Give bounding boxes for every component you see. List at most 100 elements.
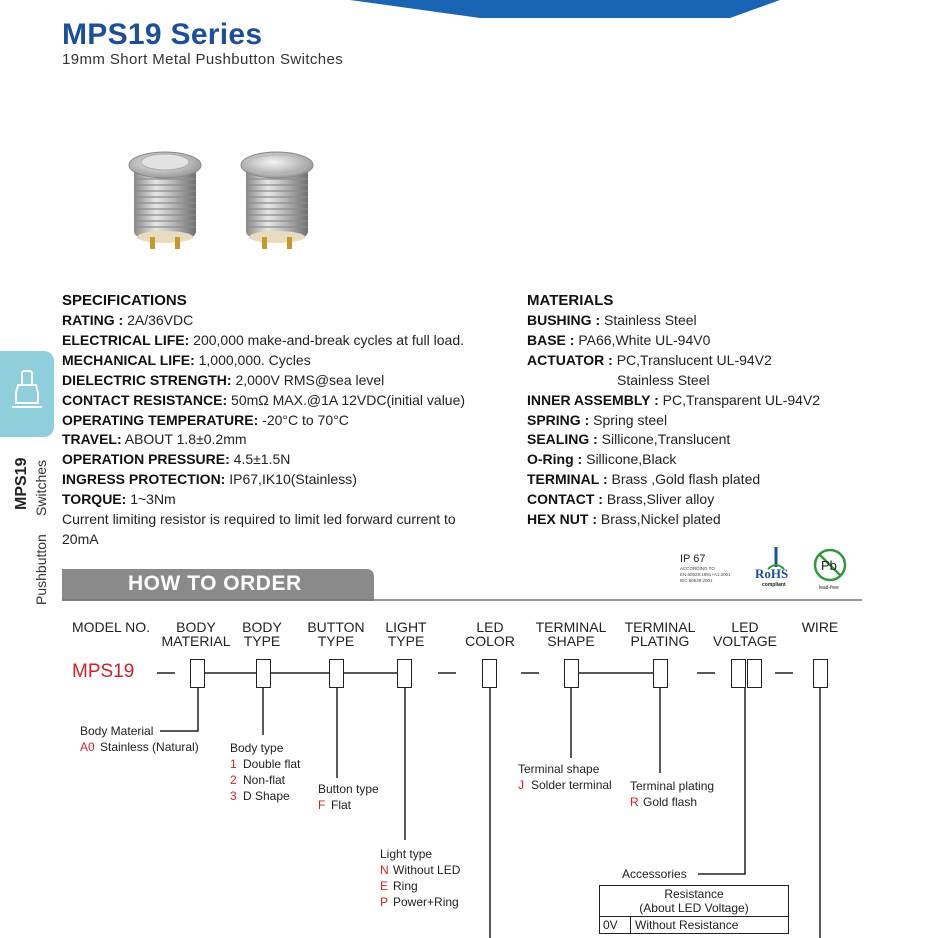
how-to-order-heading: HOW TO ORDER bbox=[128, 572, 302, 595]
spec-row: INGRESS PROTECTION: IP67,IK10(Stainless) bbox=[62, 471, 357, 488]
side-brand-line2: Switches bbox=[33, 460, 49, 516]
svg-text:compliant: compliant bbox=[762, 582, 786, 588]
rohs-icon: RoHS compliant bbox=[755, 547, 788, 588]
col-wire: WIRE bbox=[801, 619, 839, 635]
light-type-title: Light type bbox=[380, 847, 433, 861]
slot-led-color bbox=[482, 659, 497, 688]
slot-body-material bbox=[190, 659, 205, 688]
slot-led-voltage-1 bbox=[731, 659, 746, 688]
accessories-table-header: Resistance (About LED Voltage) bbox=[599, 885, 789, 917]
button-type-title: Button type bbox=[318, 782, 379, 796]
material-row: INNER ASSEMBLY : PC,Transparent UL-94V2 bbox=[527, 391, 821, 408]
slot-terminal-shape bbox=[564, 659, 579, 688]
top-accent-bar bbox=[350, 0, 780, 18]
side-brand: MPS19 Pushbutton Switches bbox=[13, 457, 49, 605]
body-material-title: Body Material bbox=[80, 724, 154, 738]
accessory-code: 0V bbox=[599, 916, 631, 934]
material-row: HEX NUT : Brass,Nickel plated bbox=[527, 511, 721, 528]
spec-row: OPERATING TEMPERATURE: -20°C to 70°C bbox=[62, 411, 349, 428]
table-row: 0V Without Resistance bbox=[599, 916, 789, 934]
spec-row: RATING : 2A/36VDC bbox=[62, 312, 194, 328]
ip67-note: EN 60529:1991+A1:2001 bbox=[680, 572, 731, 577]
slot-terminal-plating bbox=[653, 659, 668, 688]
side-brand-model: MPS19 bbox=[13, 457, 30, 510]
spec-row: OPERATION PRESSURE: 4.5±1.5N bbox=[62, 451, 291, 468]
slot-led-voltage-2 bbox=[747, 659, 762, 688]
ip67-logo: IP 67 bbox=[680, 553, 706, 565]
spec-note: 20mA bbox=[62, 530, 99, 547]
accessory-text: Without Resistance bbox=[630, 916, 789, 934]
material-row: TERMINAL : Brass ,Gold flash plated bbox=[527, 471, 761, 488]
material-row: ACTUATOR : PC,Translucent UL-94V2 bbox=[527, 351, 772, 368]
product-photo bbox=[128, 151, 314, 249]
material-row: CONTACT : Brass,Sliver alloy bbox=[527, 491, 715, 508]
terminal-plating-title: Terminal plating bbox=[630, 779, 715, 793]
slot-wire bbox=[813, 659, 828, 688]
material-row: BASE : PA66,White UL-94V0 bbox=[527, 331, 711, 348]
spec-row: TORQUE: 1~3Nm bbox=[62, 491, 176, 508]
spec-row: MECHANICAL LIFE: 1,000,000. Cycles bbox=[62, 351, 311, 368]
certification-logos: IP 67 ACCORDING TO EN 60529:1991+A1:2001… bbox=[680, 547, 847, 591]
material-row: Stainless Steel bbox=[617, 371, 710, 388]
slot-light-type bbox=[397, 659, 412, 688]
how-to-order-band bbox=[62, 569, 862, 601]
material-row: SEALING : Sillicone,Translucent bbox=[527, 431, 731, 448]
material-row: SPRING : Spring steel bbox=[527, 411, 668, 428]
material-row: BUSHING : Stainless Steel bbox=[527, 312, 697, 328]
svg-text:lead-free: lead-free bbox=[819, 585, 839, 591]
specifications-heading: SPECIFICATIONS bbox=[62, 292, 187, 309]
slot-body-type bbox=[256, 659, 271, 688]
ip67-note: ACCORDING TO bbox=[680, 566, 715, 571]
svg-text:Pb: Pb bbox=[821, 558, 837, 573]
page-title: MPS19 Series bbox=[62, 18, 263, 51]
spec-row: ELECTRICAL LIFE: 200,000 make-and-break … bbox=[62, 331, 465, 348]
spec-row: TRAVEL: ABOUT 1.8±0.2mm bbox=[62, 431, 247, 448]
specifications-list: RATING : 2A/36VDC ELECTRICAL LIFE: 200,0… bbox=[62, 311, 465, 550]
materials-heading: MATERIALS bbox=[527, 292, 614, 309]
material-row: O-Ring : Sillicone,Black bbox=[527, 451, 677, 468]
model-number: MPS19 bbox=[72, 661, 135, 682]
ip67-note: IEC 60529:2001 bbox=[680, 578, 713, 583]
col-model-no: MODEL NO. bbox=[72, 619, 151, 635]
spec-row: DIELECTRIC STRENGTH: 2,000V RMS@sea leve… bbox=[62, 371, 385, 388]
pushbutton-switch-icon bbox=[12, 370, 42, 408]
body-type-title: Body type bbox=[230, 741, 284, 755]
materials-list: BUSHING : Stainless Steel BASE : PA66,Wh… bbox=[527, 311, 820, 530]
lead-free-icon: Pb lead-free bbox=[813, 548, 847, 591]
slot-button-type bbox=[329, 659, 344, 688]
page-subtitle: 19mm Short Metal Pushbutton Switches bbox=[62, 51, 344, 68]
svg-text:RoHS: RoHS bbox=[755, 566, 788, 581]
terminal-shape-title: Terminal shape bbox=[518, 762, 600, 776]
accessories-title: Accessories bbox=[622, 867, 687, 881]
side-brand-line1: Pushbutton bbox=[33, 534, 49, 605]
accessories-table: Resistance (About LED Voltage) 0V Withou… bbox=[599, 885, 789, 934]
spec-row: CONTACT RESISTANCE: 50mΩ MAX.@1A 12VDC(i… bbox=[62, 391, 466, 408]
side-tab bbox=[0, 351, 54, 437]
spec-note: Current limiting resistor is required to… bbox=[62, 511, 456, 528]
